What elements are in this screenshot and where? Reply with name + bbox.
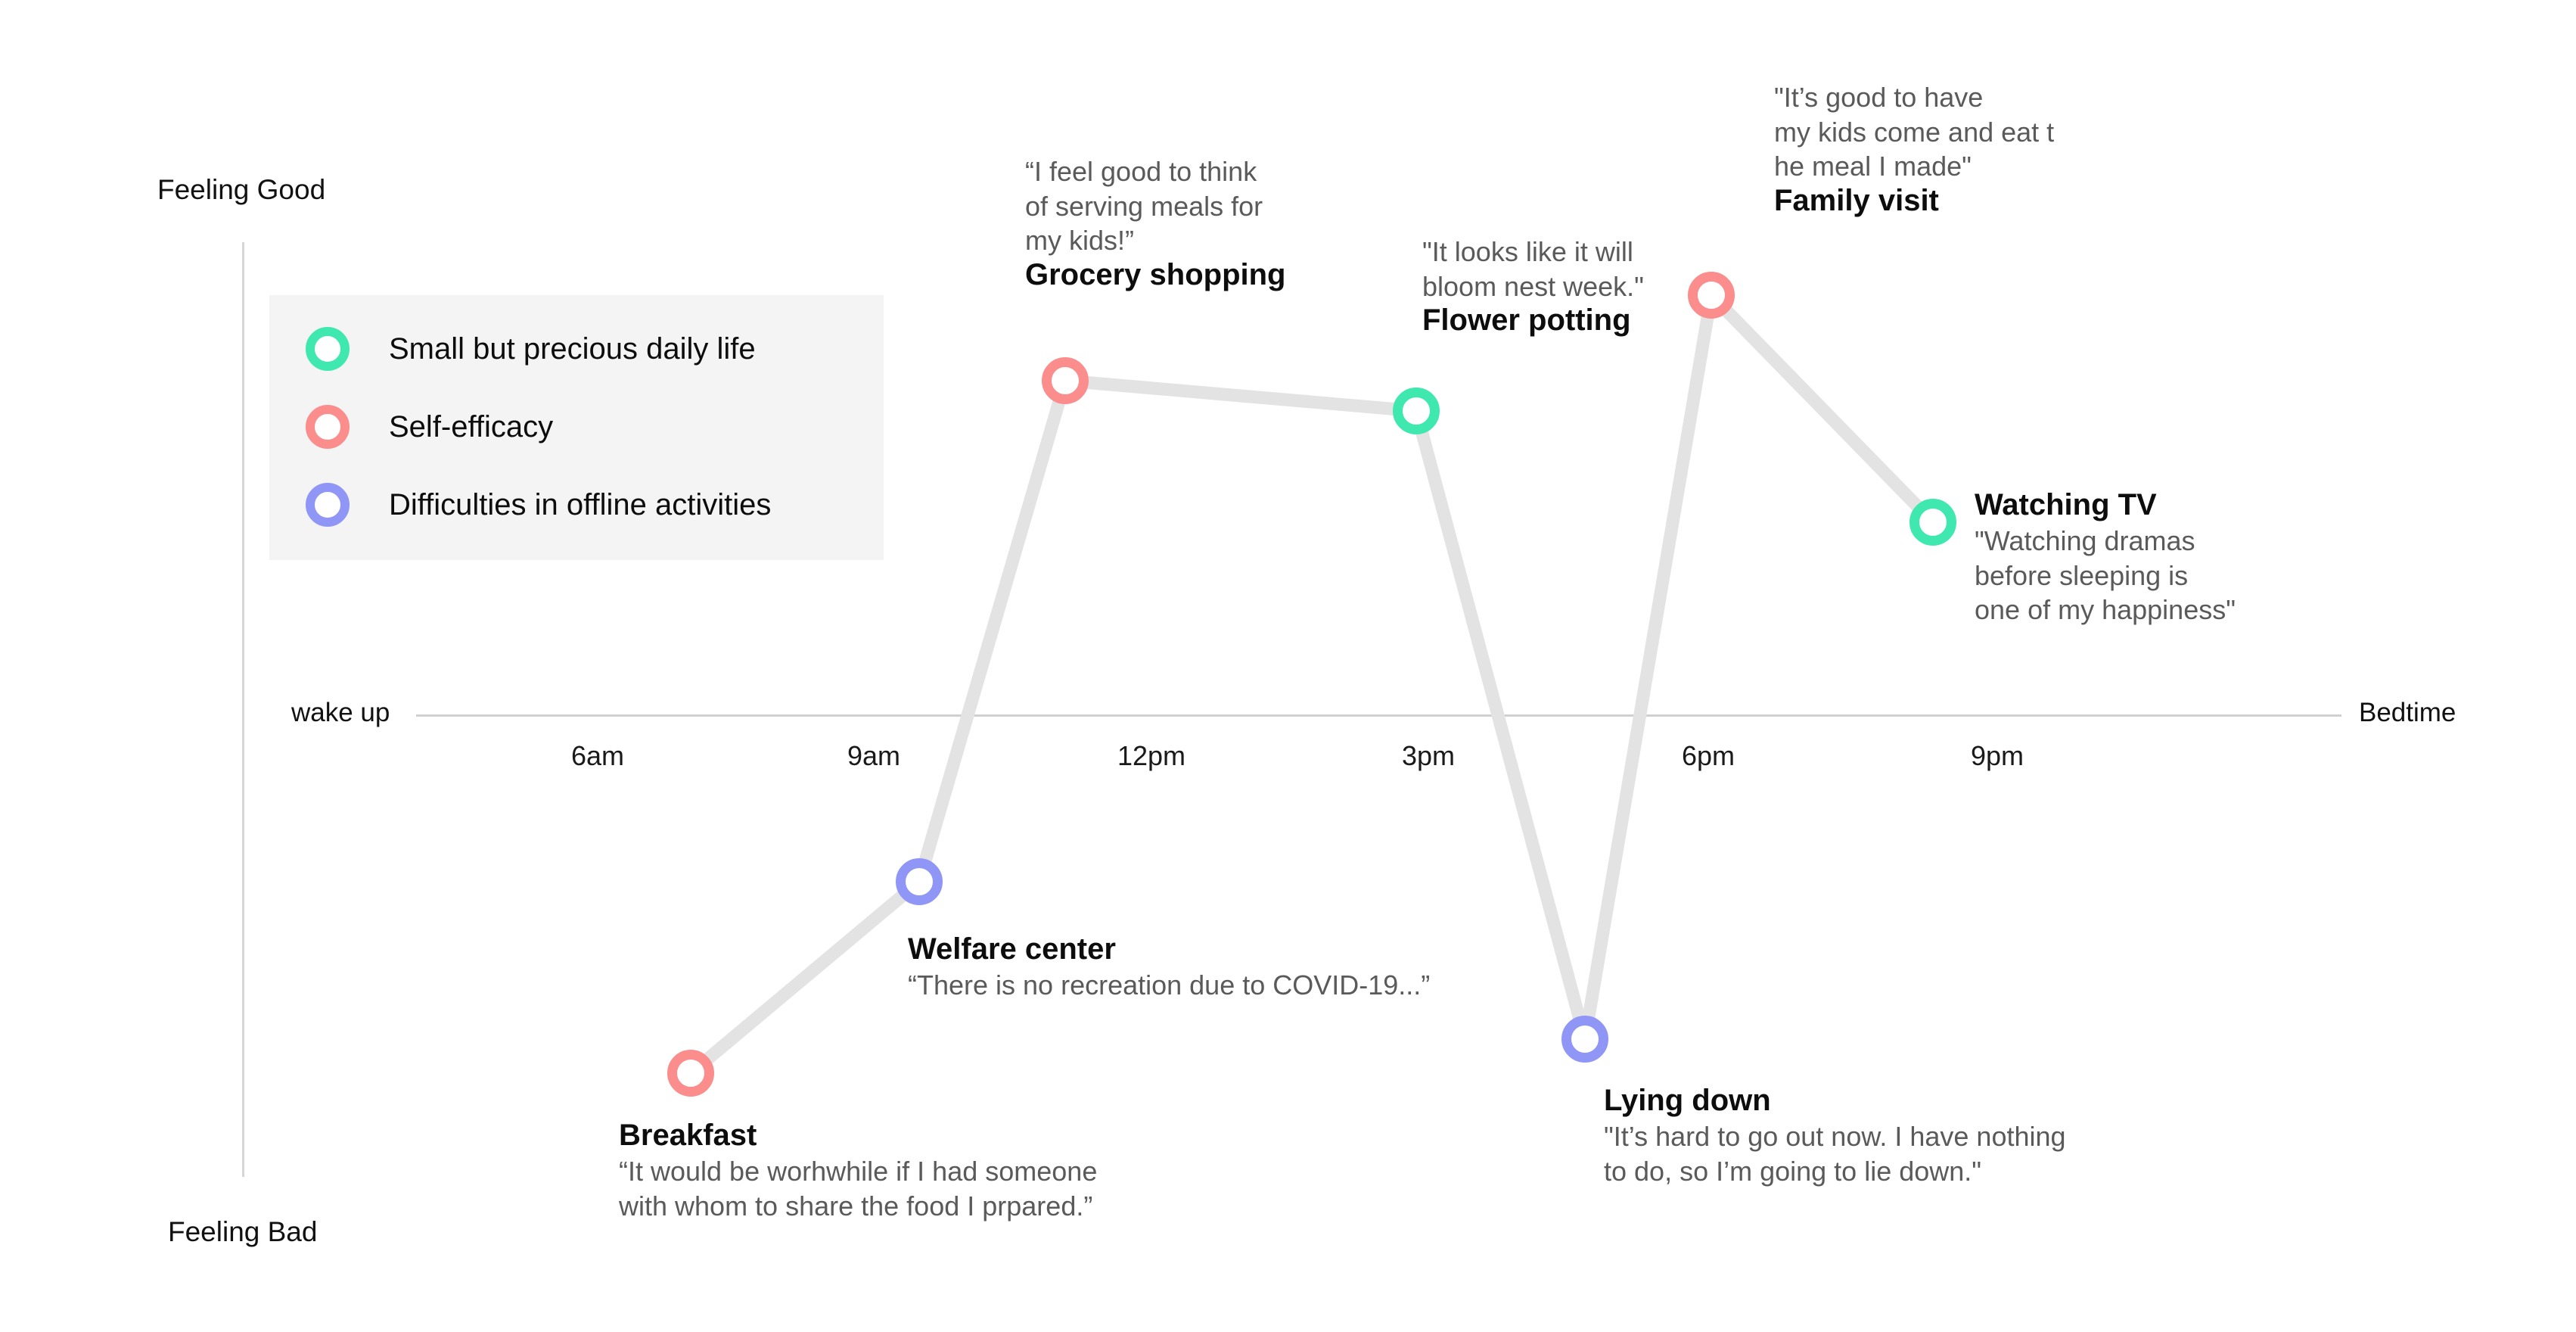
data-point-watching-tv[interactable] [1909,499,1956,546]
annotation-family-visit: "It’s good to have my kids come and eat … [1774,80,2054,218]
annotation-quote-flower-potting: "It looks like it will bloom nest week." [1422,236,1644,302]
legend-item-difficulties[interactable]: Difficulties in offline activities [306,483,771,527]
legend-label-self-efficacy: Self-efficacy [389,409,554,443]
data-point-grocery-shopping[interactable] [1042,357,1089,404]
x-tick-3pm: 3pm [1401,740,1456,771]
annotation-quote-family-visit: "It’s good to have my kids come and eat … [1774,82,2055,182]
annotation-lying-down: Lying down "It’s hard to go out now. I h… [1604,1084,2066,1188]
annotation-title-flower-potting: Flower potting [1422,303,1631,338]
x-tick-6am: 6am [570,740,625,771]
legend-item-daily-life[interactable]: Small but precious daily life [306,327,756,371]
legend-marker-daily-life [306,327,350,371]
annotation-quote-grocery-shopping: “I feel good to think of serving meals f… [1025,156,1263,257]
legend-marker-difficulties [306,483,350,527]
legend-marker-self-efficacy [306,405,350,449]
legend: Small but precious daily life Self-effic… [269,295,884,560]
legend-label-difficulties: Difficulties in offline activities [389,487,772,521]
data-point-welfare-center[interactable] [896,858,943,905]
x-tick-12pm: 12pm [1117,740,1186,771]
y-axis-bottom-label: Feeling Bad [168,1216,318,1247]
y-axis-line [242,242,244,1177]
annotation-title-breakfast: Breakfast [619,1119,757,1152]
annotation-title-family-visit: Family visit [1774,184,1939,218]
annotation-title-watching-tv: Watching TV [1975,488,2157,521]
annotation-quote-welfare-center: “There is no recreation due to COVID-19.… [908,969,1431,1001]
data-point-lying-down[interactable] [1561,1016,1608,1063]
annotation-quote-watching-tv: "Watching dramas before sleeping is one … [1975,525,2236,626]
annotation-title-lying-down: Lying down [1604,1084,1771,1117]
x-axis-line [416,714,2341,717]
data-point-flower-potting[interactable] [1393,387,1440,434]
y-axis-top-label: Feeling Good [157,174,326,205]
annotation-flower-potting: "It looks like it will bloom nest week."… [1422,235,1644,338]
x-tick-6pm: 6pm [1681,740,1735,771]
annotation-welfare-center: Welfare center “There is no recreation d… [908,932,1430,1003]
annotation-title-grocery-shopping: Grocery shopping [1025,258,1286,292]
legend-label-daily-life: Small but precious daily life [389,331,756,366]
x-tick-9pm: 9pm [1970,740,2024,771]
annotation-title-welfare-center: Welfare center [908,932,1116,966]
annotation-watching-tv: Watching TV "Watching dramas before slee… [1975,488,2236,627]
x-axis-start-label: wake up [291,698,390,727]
x-tick-9am: 9am [847,740,901,771]
annotation-quote-breakfast: “It would be worhwhile if I had someone … [619,1156,1098,1222]
legend-item-self-efficacy[interactable]: Self-efficacy [306,405,553,449]
data-point-family-visit[interactable] [1688,272,1735,319]
data-point-breakfast[interactable] [667,1050,714,1097]
annotation-grocery-shopping: “I feel good to think of serving meals f… [1025,154,1286,292]
x-axis-end-label: Bedtime [2359,698,2456,727]
annotation-breakfast: Breakfast “It would be worhwhile if I ha… [619,1119,1097,1223]
annotation-quote-lying-down: "It’s hard to go out now. I have nothing… [1604,1121,2066,1187]
